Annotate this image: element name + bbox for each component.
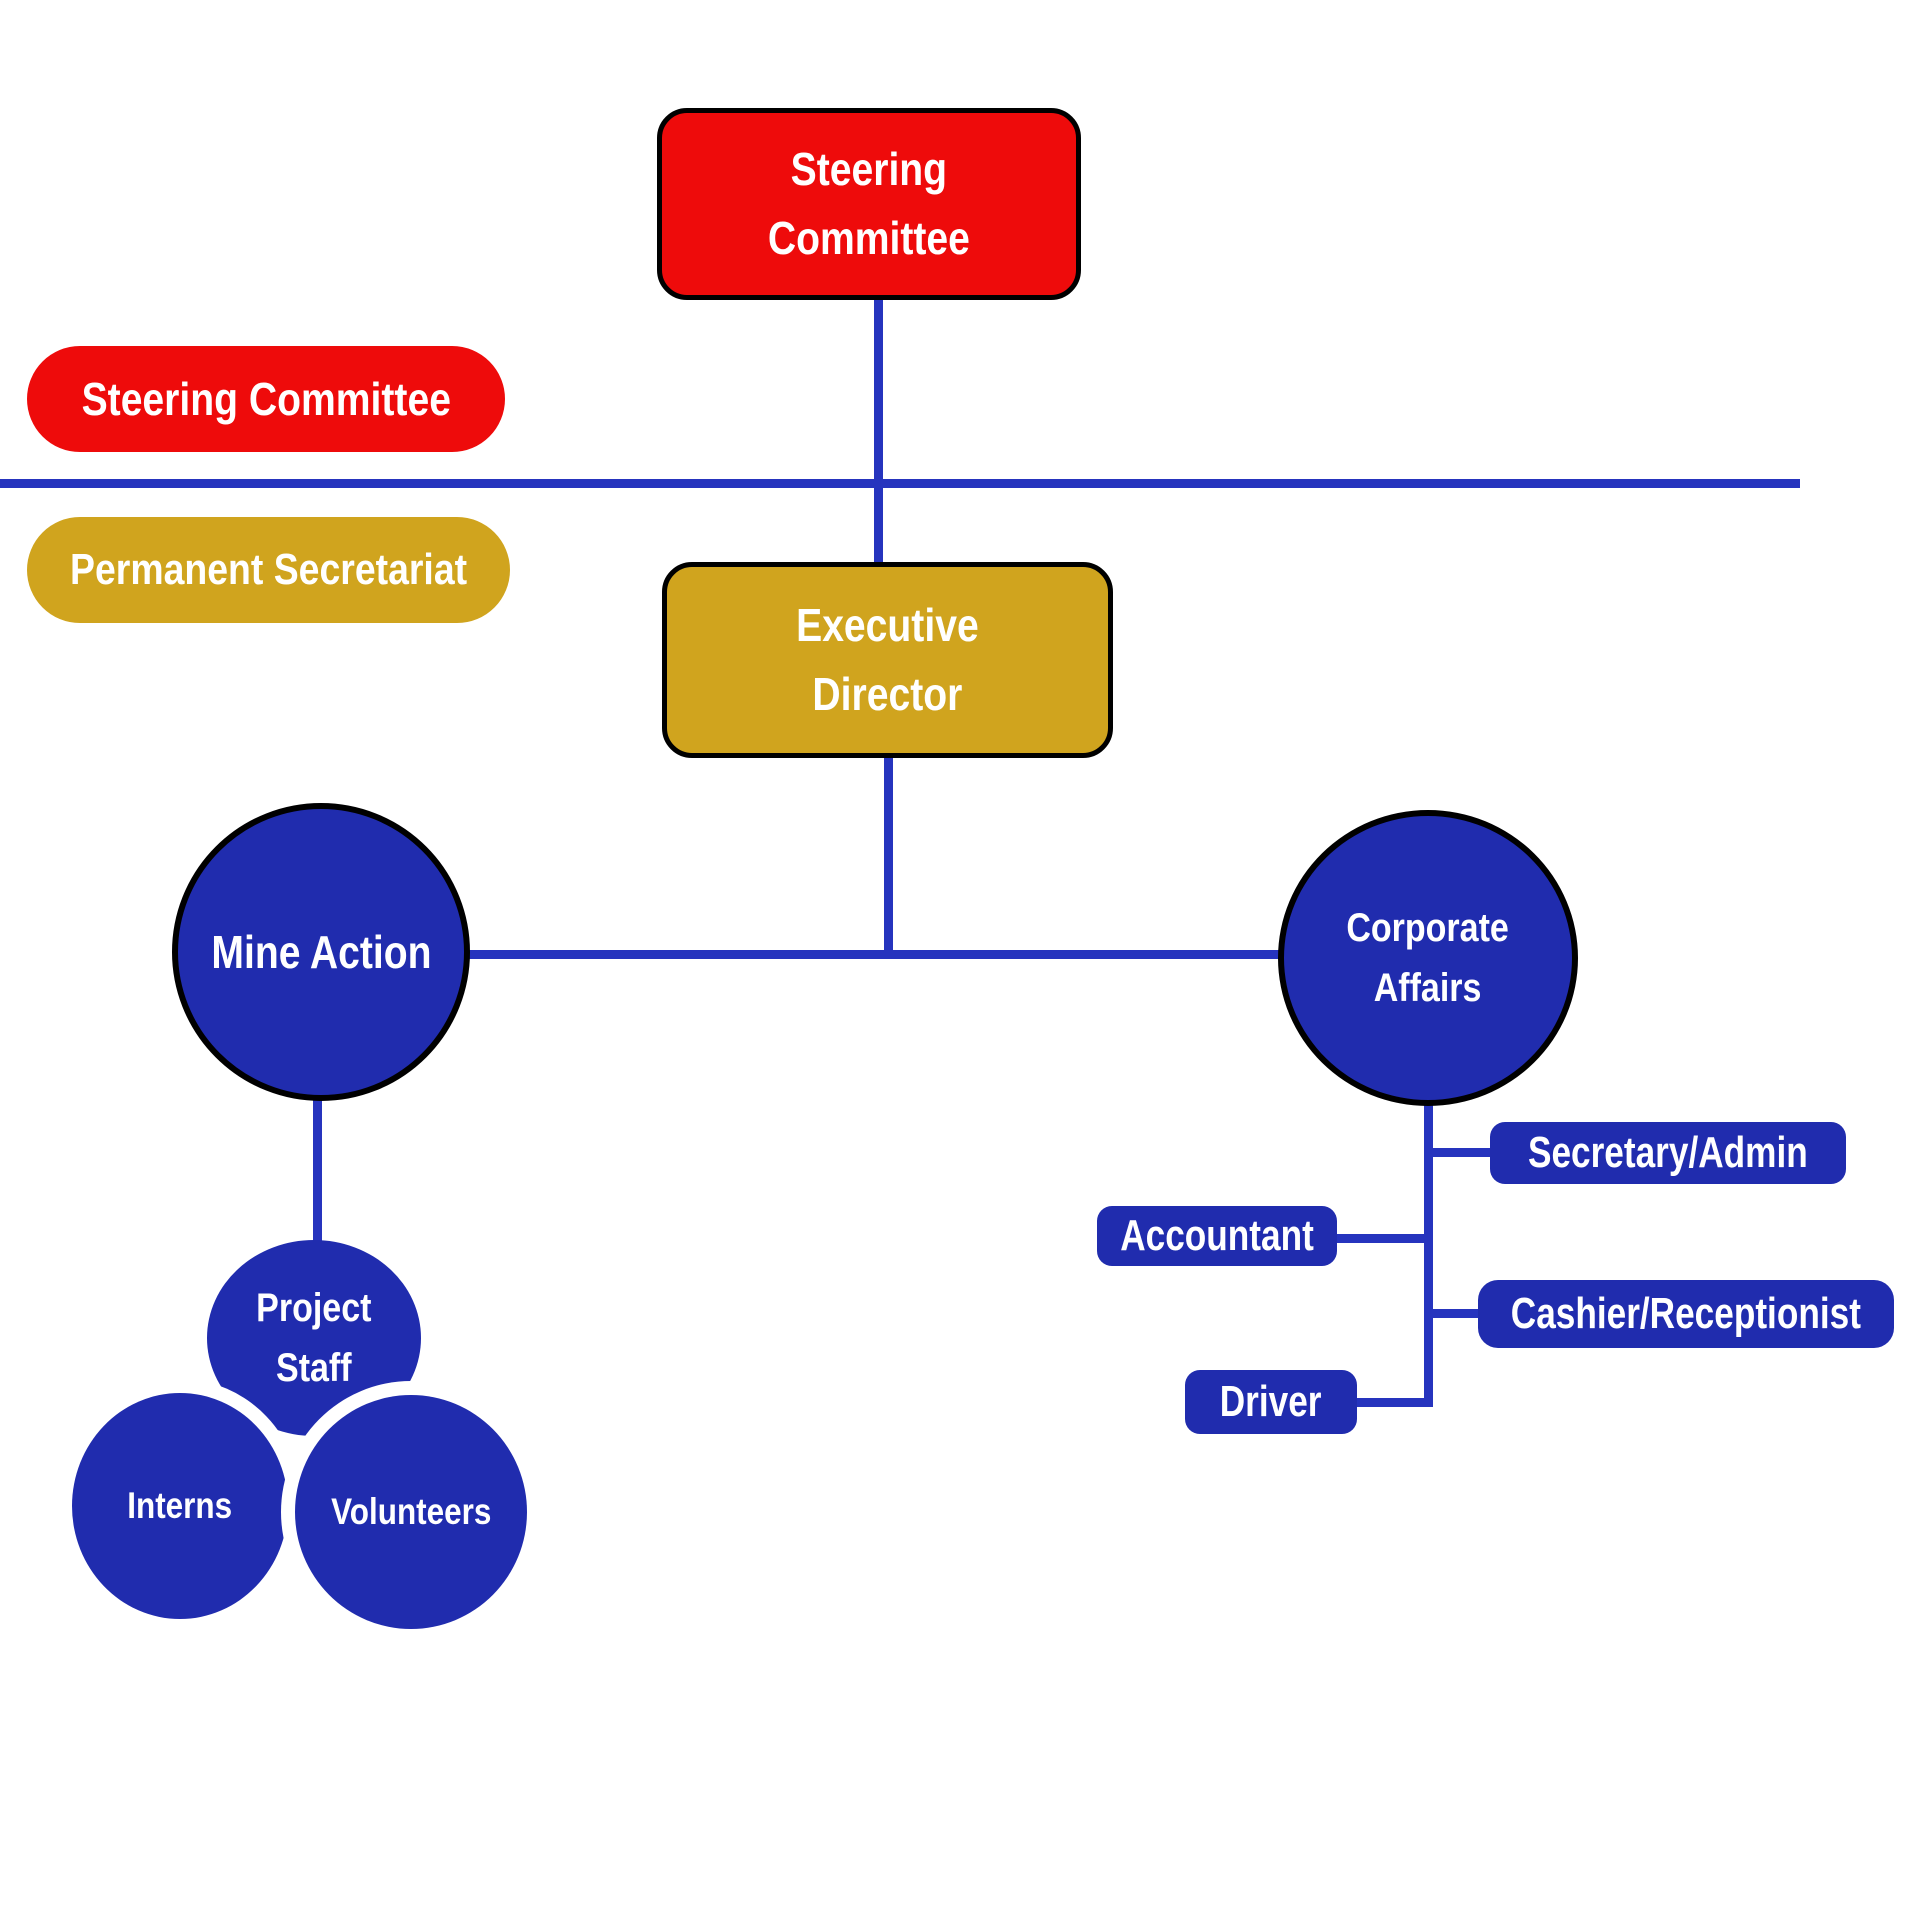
connector-secretary (1428, 1148, 1492, 1157)
secretary-admin-label: Secretary/Admin (1528, 1128, 1808, 1177)
connector-cashier (1428, 1309, 1480, 1318)
mine-action-label: Mine Action (210, 925, 432, 978)
steering-committee-box: Steering Committee (657, 108, 1081, 300)
volunteers-circle: Volunteers (295, 1395, 527, 1629)
steering-committee-legend-label: Steering Committee (81, 372, 451, 425)
connector-accountant (1333, 1234, 1432, 1243)
executive-director-label: Executive Director (796, 599, 979, 720)
connector-corporate-drop (1424, 960, 1433, 1407)
executive-director-box: Executive Director (662, 562, 1113, 758)
driver-label: Driver (1220, 1377, 1322, 1426)
permanent-secretariat-legend-label: Permanent Secretariat (69, 545, 468, 594)
interns-circle: Interns (72, 1393, 288, 1619)
connector-driver (1353, 1398, 1433, 1407)
secretary-admin-box: Secretary/Admin (1490, 1122, 1846, 1184)
steering-committee-legend-pill: Steering Committee (27, 346, 505, 452)
corporate-affairs-label: Corporate Affairs (1346, 906, 1510, 1010)
corporate-affairs-circle: Corporate Affairs (1278, 810, 1578, 1106)
connector-mineaction-corporate (321, 950, 1428, 959)
connector-mineaction-to-projectstaff (313, 955, 322, 1248)
cashier-receptionist-label: Cashier/Receptionist (1510, 1289, 1862, 1338)
section-divider-line (0, 479, 1800, 488)
accountant-label: Accountant (1120, 1211, 1314, 1260)
connector-executive-to-branch (884, 754, 893, 956)
accountant-box: Accountant (1097, 1206, 1337, 1266)
connector-steering-to-executive (874, 296, 883, 566)
project-staff-label: Project Staff (256, 1286, 372, 1390)
steering-committee-box-label: Steering Committee (767, 143, 971, 264)
mine-action-circle: Mine Action (172, 803, 470, 1101)
volunteers-label: Volunteers (330, 1491, 492, 1533)
interns-label: Interns (127, 1485, 233, 1527)
driver-box: Driver (1185, 1370, 1357, 1434)
permanent-secretariat-legend-pill: Permanent Secretariat (27, 517, 510, 623)
cashier-receptionist-box: Cashier/Receptionist (1478, 1280, 1894, 1348)
